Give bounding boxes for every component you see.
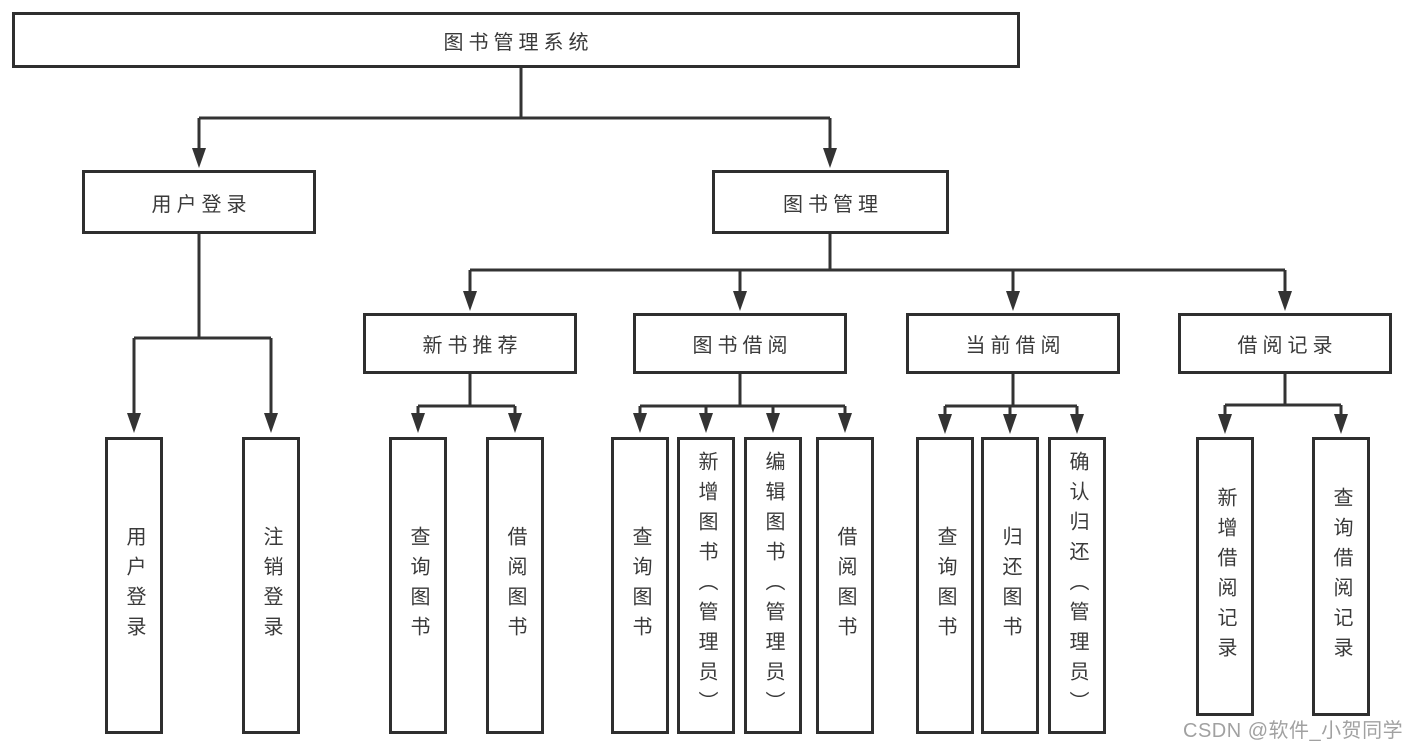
node-new-book-recommend: 新书推荐 [363,313,577,374]
leaf-add-borrow-record: 新增借阅记录 [1196,437,1254,716]
leaf-borrow-books-borrow-label: 借阅图书 [834,525,856,646]
leaf-edit-book-admin-label: 编辑图书（管理员） [762,450,784,721]
node-root-label: 图书管理系统 [443,31,594,54]
leaf-borrow-books-borrow: 借阅图书 [816,437,874,734]
node-borrow-records-label: 借阅记录 [1237,335,1338,357]
leaf-query-books-current: 查询图书 [916,437,974,734]
node-current-borrow: 当前借阅 [906,313,1120,374]
node-root: 图书管理系统 [12,12,1020,68]
connector-path [132,68,1343,417]
leaf-query-books-borrow: 查询图书 [611,437,669,734]
node-user-login-label: 用户登录 [151,193,252,216]
leaf-logout-label: 注销登录 [260,525,282,646]
node-book-management-label: 图书管理 [783,193,883,216]
leaf-add-borrow-record-label: 新增借阅记录 [1214,486,1236,667]
node-book-borrow: 图书借阅 [633,313,847,374]
leaf-borrow-books-recommend: 借阅图书 [486,437,544,734]
leaf-borrow-books-recommend-label: 借阅图书 [504,525,526,646]
node-user-login: 用户登录 [82,170,316,234]
node-book-borrow-label: 图书借阅 [692,335,793,357]
node-new-book-recommend-label: 新书推荐 [422,335,523,357]
leaf-query-borrow-record-label: 查询借阅记录 [1330,486,1352,667]
leaf-query-books-recommend-label: 查询图书 [407,525,429,646]
leaf-return-book-label: 归还图书 [999,525,1021,646]
csdn-watermark: CSDN @软件_小贺同学 [1183,720,1404,742]
node-current-borrow-label: 当前借阅 [965,335,1066,357]
leaf-user-login-label: 用户登录 [123,525,145,646]
leaf-query-books-borrow-label: 查询图书 [629,525,651,646]
arrowheads [127,148,1348,434]
leaf-confirm-return-admin: 确认归还（管理员） [1048,437,1106,734]
leaf-edit-book-admin: 编辑图书（管理员） [744,437,802,734]
leaf-query-borrow-record: 查询借阅记录 [1312,437,1370,716]
leaf-logout: 注销登录 [242,437,300,734]
node-book-management: 图书管理 [712,170,949,234]
leaf-user-login: 用户登录 [105,437,163,734]
leaf-query-books-recommend: 查询图书 [389,437,447,734]
node-borrow-records: 借阅记录 [1178,313,1392,374]
leaf-confirm-return-admin-label: 确认归还（管理员） [1066,450,1088,721]
leaf-query-books-current-label: 查询图书 [934,525,956,646]
leaf-add-book-admin-label: 新增图书（管理员） [695,450,717,721]
leaf-return-book: 归还图书 [981,437,1039,734]
leaf-add-book-admin: 新增图书（管理员） [677,437,735,734]
